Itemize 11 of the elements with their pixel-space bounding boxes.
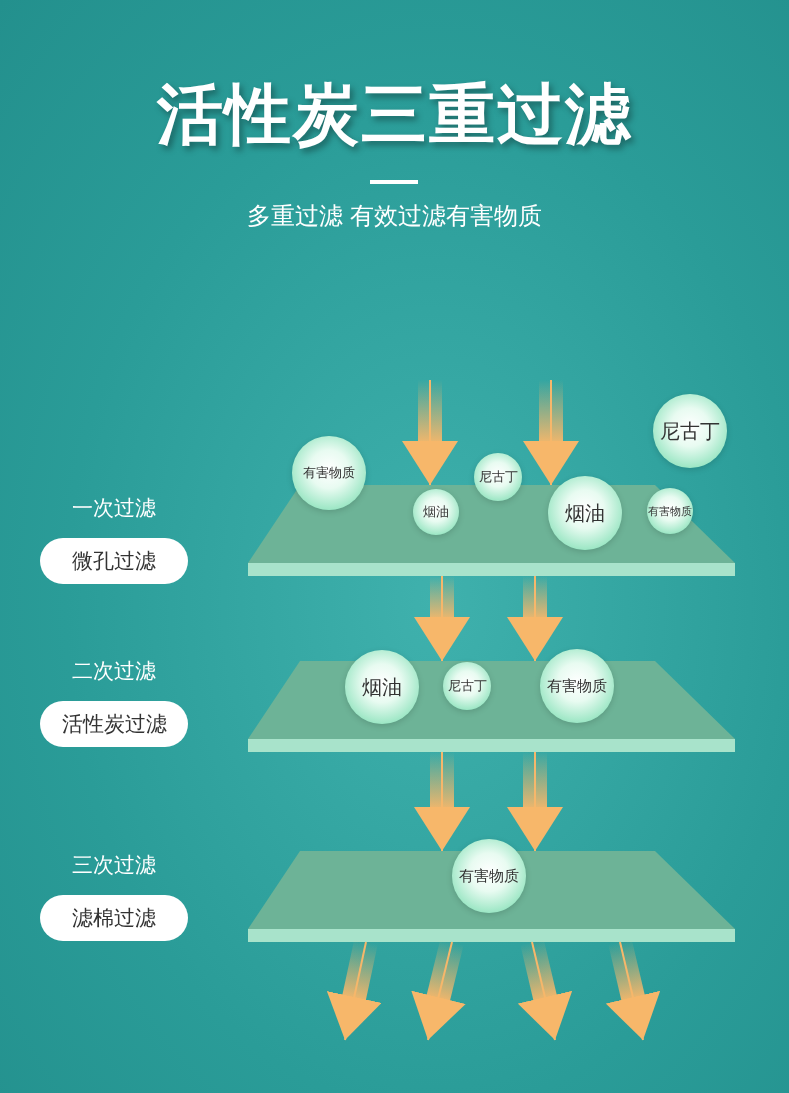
title: 活性炭三重过滤 bbox=[155, 75, 634, 155]
particle-bubble: 尼古丁 bbox=[653, 394, 727, 468]
stage-label: 活性炭过滤 bbox=[40, 701, 188, 747]
particle-bubble: 尼古丁 bbox=[474, 453, 522, 501]
subtitle: 多重过滤 有效过滤有害物质 bbox=[245, 201, 544, 232]
stage-label: 滤棉过滤 bbox=[40, 895, 188, 941]
stage-heading: 一次过滤 bbox=[71, 495, 157, 522]
stage-heading: 二次过滤 bbox=[71, 658, 157, 685]
stage-label: 微孔过滤 bbox=[40, 538, 188, 584]
particle-bubble: 有害物质 bbox=[292, 436, 366, 510]
stage-heading: 三次过滤 bbox=[71, 852, 157, 879]
